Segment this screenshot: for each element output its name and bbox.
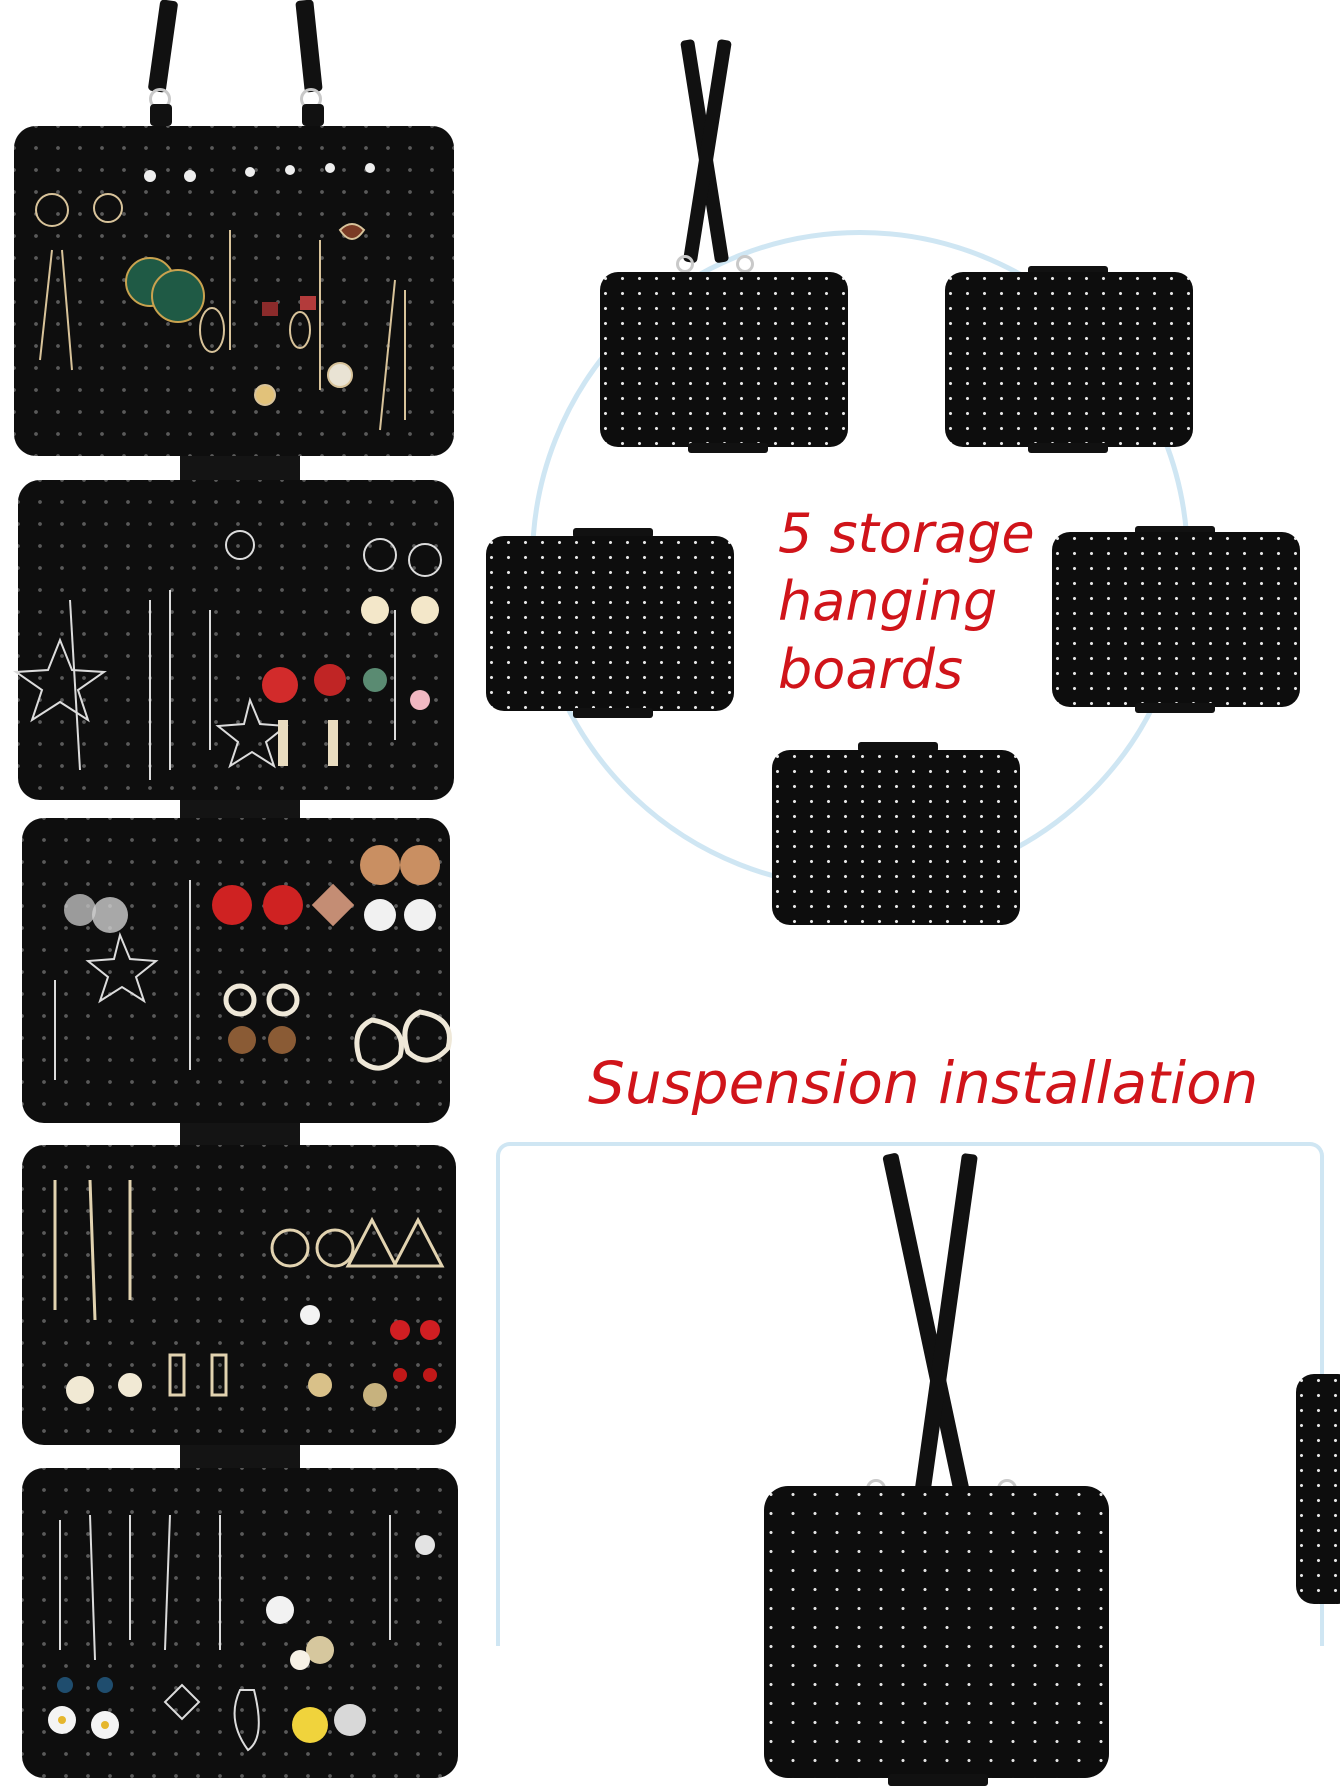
storage-caption-line-2: hanging (778, 570, 998, 633)
mini-board-3 (486, 536, 734, 711)
mini-board-2 (945, 272, 1193, 447)
installation-board-partial (1296, 1374, 1340, 1604)
earrings-decoration (13, 163, 452, 1752)
organizer-board-3 (22, 818, 450, 1123)
installation-board (764, 1486, 1109, 1778)
installation-illustration (500, 1146, 1340, 1786)
organizer-board-1 (14, 126, 454, 456)
storage-boards-illustration: 5 storage hanging boards (480, 0, 1340, 960)
mini-board-4 (1052, 532, 1300, 707)
hanging-organizer-photo (0, 0, 480, 1785)
storage-caption: 5 storage hanging boards (778, 500, 1035, 704)
installation-caption: Suspension installation (588, 1049, 1259, 1117)
mini-board-5 (772, 750, 1020, 925)
mini-board-1 (600, 272, 848, 447)
storage-caption-line-3: boards (778, 638, 964, 701)
storage-caption-line-1: 5 storage (778, 502, 1035, 565)
